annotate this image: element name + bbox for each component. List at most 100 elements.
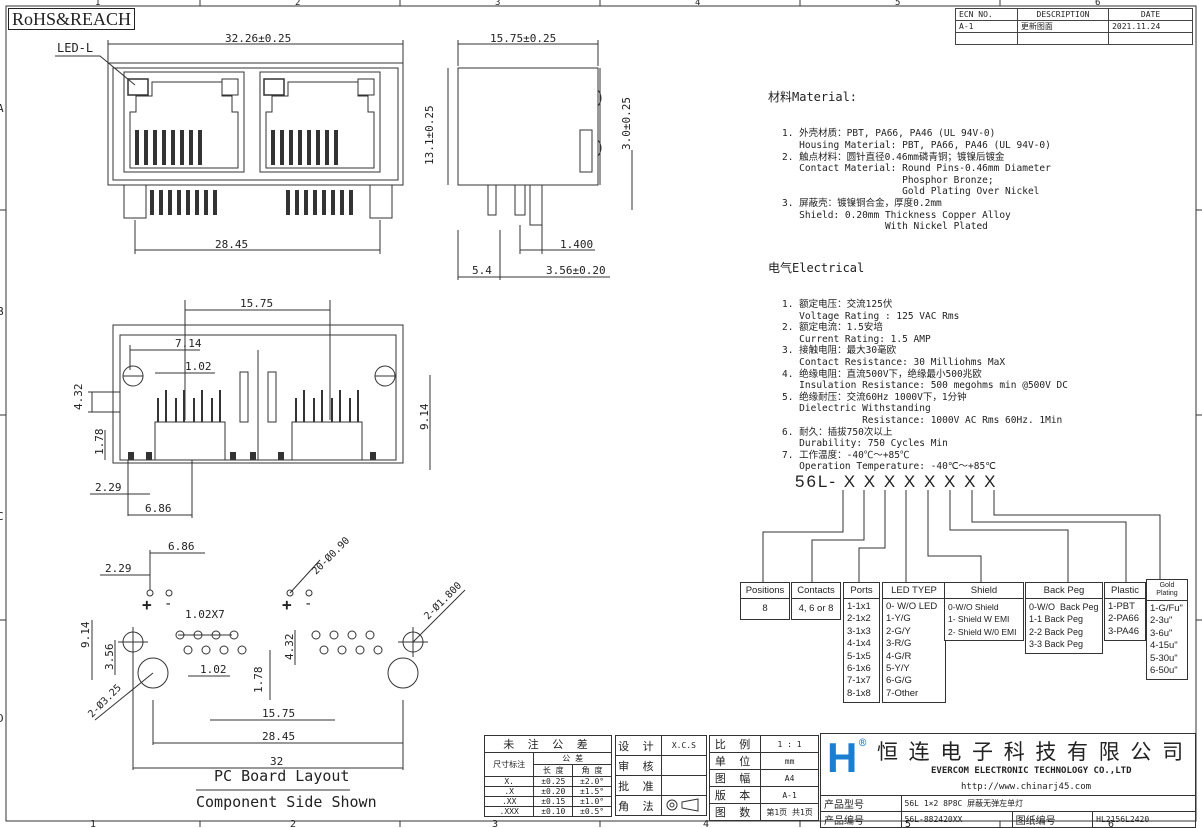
spec-line: 7. 工作温度：-40℃～+85℃ — [782, 449, 910, 461]
dim-pcb-d: 9.14 — [79, 621, 92, 648]
pcb-layout — [91, 550, 466, 791]
ecn-head-desc: DESCRIPTION — [1016, 8, 1110, 21]
dim-top-a: 7.14 — [175, 337, 202, 350]
tolerance-sub-angle: 角 度 — [572, 764, 612, 777]
tolerance-cell: .XXX — [483, 806, 535, 817]
option-box-shield: Shield 0-W/O Shield 1- Shield W EMI 2- Sh… — [944, 582, 1024, 642]
info-pages-value: 第1页 共1页 — [760, 803, 819, 821]
spec-line: Contact Material: Round Pins-0.46mm Diam… — [782, 163, 1051, 175]
ecn-empty — [1108, 32, 1193, 45]
tolerance-cell: ±0.15 — [533, 796, 574, 807]
company-name-en: EVERCOM ELECTRONIC TECHNOLOGY CO.,LTD — [931, 766, 1132, 776]
front-dimensions — [55, 40, 404, 254]
border-col-5: 5 — [895, 0, 900, 8]
info-pages-label: 图 数 — [708, 803, 762, 821]
tolerance-title: 未 注 公 差 — [484, 735, 612, 753]
pn-tree — [762, 490, 1161, 582]
frame-border — [5, 5, 1197, 822]
border-col-2b: 2 — [290, 819, 296, 827]
approval-review: 审 核 — [615, 755, 662, 776]
spec-line: With Nickel Plated — [782, 221, 988, 233]
drawing-number-value: HL2156L2420 — [1092, 811, 1196, 828]
spec-line: 3. 接触电阻：最大30毫欧 — [782, 345, 897, 357]
company-url: http://www.chinarj45.com — [961, 782, 1092, 792]
dim-pcb-m: 2-Ø1.800 — [422, 580, 465, 623]
border-col-4b: 4 — [703, 819, 709, 827]
dim-pcb-h: 4.32 — [283, 634, 296, 661]
spec-line: 6. 耐久：插拔750次以上 — [782, 426, 893, 438]
company-logo-reg: ® — [859, 736, 867, 750]
tolerance-sub-length: 长 度 — [533, 764, 574, 777]
company-logo: H — [827, 734, 858, 781]
border-col-3b: 3 — [492, 819, 498, 827]
option-head: Plastic — [1105, 583, 1145, 599]
option-head: Gold Plating — [1147, 580, 1187, 601]
option-body: 0-W/O Shield 1- Shield W EMI 2- Shield W… — [948, 602, 1017, 637]
spec-line: 1. 外壳材质：PBT, PA66, PA46 (UL 94V-0) — [782, 128, 996, 140]
spec-line: Housing Material: PBT, PA66, PA46 (UL 94… — [782, 139, 1051, 151]
dim-front-pitch: 28.45 — [215, 238, 248, 251]
tolerance-table: 未 注 公 差 尺寸标注公 差 长 度角 度 X.±0.25±2.0° .X±0… — [483, 735, 612, 817]
dim-front-width: 32.26±0.25 — [225, 32, 291, 45]
projection-symbol-icon — [666, 797, 699, 812]
tolerance-label: 尺寸标注 — [483, 752, 535, 777]
info-unit-value: mm — [760, 752, 819, 770]
info-size-value: A4 — [760, 769, 819, 787]
dim-side-tail: 3.0±0.25 — [620, 97, 633, 150]
pcb-minus-1: - — [164, 596, 172, 612]
approval-projection: 角 法 — [615, 795, 662, 816]
top-dimensions — [88, 300, 431, 518]
company-name-cn: 恒 连 电 子 科 技 有 限 公 司 — [877, 740, 1186, 764]
info-scale-label: 比 例 — [708, 735, 762, 753]
tolerance-cell: ±1.0° — [572, 796, 612, 807]
tolerance-cell: X. — [483, 776, 535, 787]
spec-electrical-title: 电气Electrical — [768, 260, 865, 275]
info-version-label: 版 本 — [708, 786, 762, 804]
product-model-value: 56L 1×2 8P8C 屏蔽无弹左单灯 — [900, 795, 1197, 812]
spec-line: 3. 屏蔽壳：镀镍铜合金，厚度0.2mm — [782, 197, 942, 209]
pcb-subtitle: Component Side Shown — [196, 793, 377, 811]
dim-pcb-i: 15.75 — [262, 707, 295, 720]
pcb-plus-1: + — [142, 595, 152, 614]
dim-pcb-g: 1.78 — [252, 667, 265, 694]
dim-top-e: 1.78 — [93, 429, 106, 456]
tolerance-cell: ±2.0° — [572, 776, 612, 787]
border-row-a: A — [0, 102, 4, 115]
page-title: RoHS&REACH — [8, 8, 136, 30]
approval-design-value: X.C.S — [660, 735, 708, 756]
tolerance-cell: ±0.5° — [572, 806, 612, 817]
spec-material-title: 材料Material: — [768, 90, 858, 105]
approval-approve: 批 准 — [615, 775, 662, 796]
dim-pcb-e: 3.56 — [103, 644, 116, 671]
product-code-value: 56L-882420XX — [900, 811, 1013, 828]
tolerance-col: 公 差 — [533, 752, 612, 765]
pcb-minus-2: - — [304, 596, 312, 612]
dim-pcb-f: 1.02 — [200, 663, 227, 676]
border-row-d: D — [0, 712, 4, 725]
front-view — [107, 62, 404, 219]
side-dimensions — [447, 40, 633, 280]
ecn-value-no: A-1 — [955, 20, 1018, 33]
dim-pcb-c: 1.02X7 — [185, 608, 225, 621]
side-view — [457, 67, 602, 226]
top-view — [112, 324, 404, 464]
option-head: Positions — [741, 583, 789, 599]
option-head: Contacts — [792, 583, 840, 599]
border-col-3: 3 — [495, 0, 500, 8]
tolerance-cell: ±0.10 — [533, 806, 574, 817]
spec-line: Dielectric Withstanding — [782, 403, 931, 415]
dim-pcb-a: 6.86 — [168, 540, 195, 553]
border-col-6: 6 — [1095, 0, 1100, 8]
info-scale-value: 1 : 1 — [760, 735, 819, 753]
option-head: Shield — [945, 583, 1023, 599]
dim-side-a: 5.4 — [472, 264, 492, 277]
callout-led-label: LED-L — [57, 41, 93, 55]
dim-side-pin: 1.400 — [560, 238, 593, 251]
